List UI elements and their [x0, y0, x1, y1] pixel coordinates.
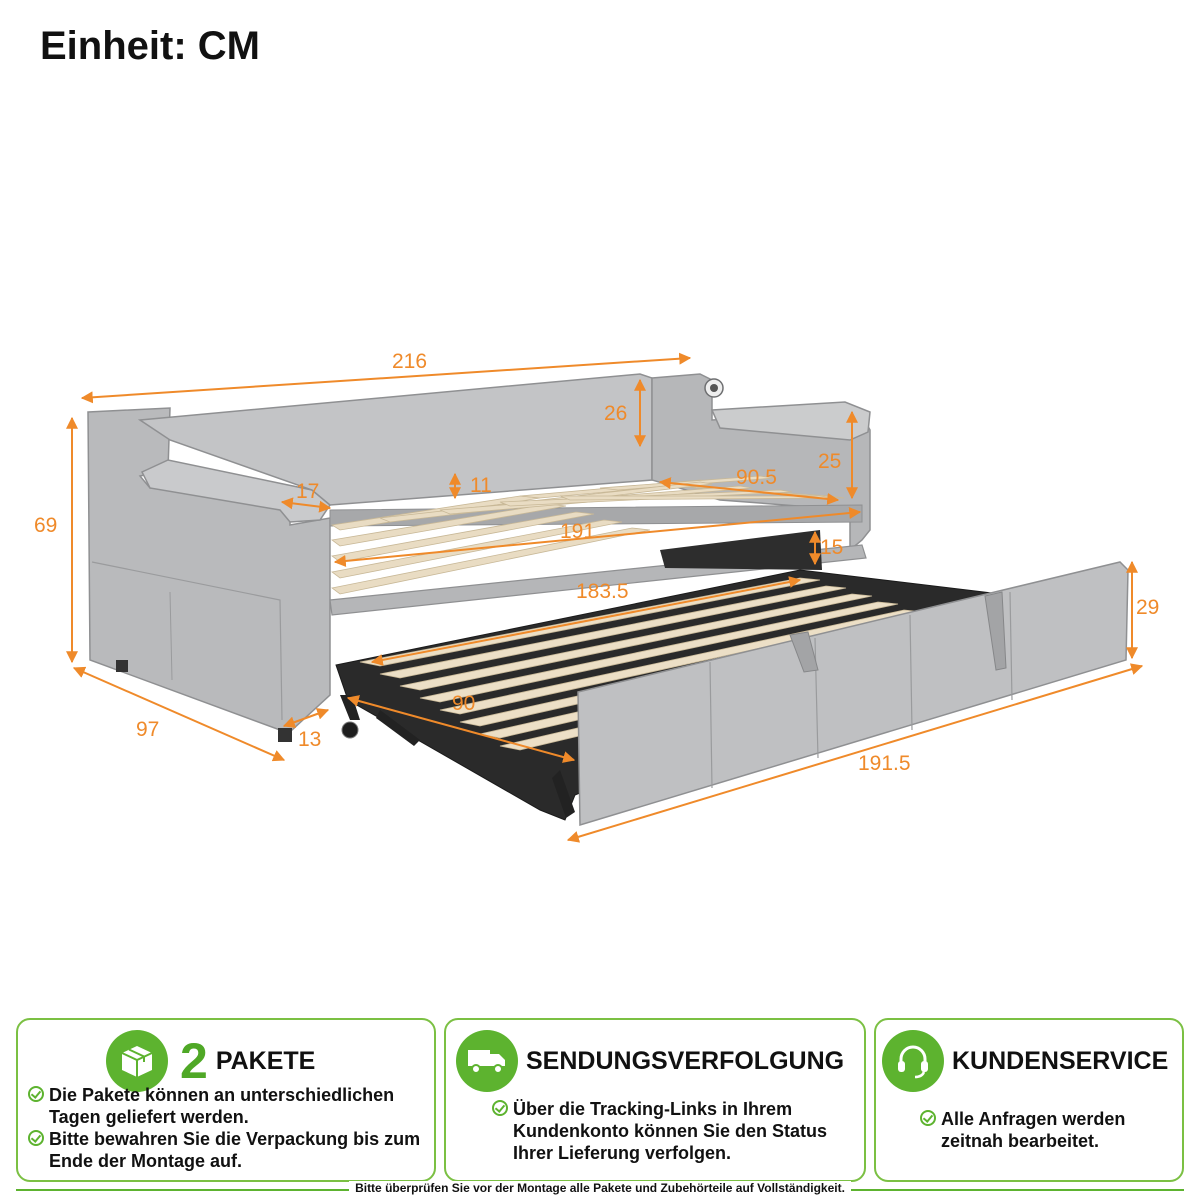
footer-note: Bitte überprüfen Sie vor der Montage all… [0, 1181, 1200, 1195]
dim-depth-total: 97 [136, 718, 159, 741]
packages-bullet-1: Die Pakete können an unterschiedlichen T… [28, 1084, 428, 1128]
dim-mattress-width: 90.5 [736, 466, 777, 489]
customer-service-title: KUNDENSERVICE [952, 1046, 1169, 1075]
dim-leg-height: 13 [298, 728, 321, 751]
right-armrest [710, 401, 871, 441]
dim-height-total: 69 [34, 514, 57, 537]
customer-service-bullet-1: Alle Anfragen werden zeitnah bearbeitet. [920, 1108, 1160, 1152]
tracking-bullet-1: Über die Tracking-Links in Ihrem Kundenk… [492, 1098, 832, 1164]
package-icon [106, 1030, 168, 1092]
unit-title: Einheit: CM [40, 24, 260, 68]
dim-trundle-width: 90 [452, 692, 475, 715]
dim-backrest-height: 26 [604, 402, 627, 425]
customer-service-card: KUNDENSERVICE Alle Anfragen werden zeitn… [874, 1018, 1184, 1182]
tracking-card: SENDUNGSVERFOLGUNG Über die Tracking-Lin… [444, 1018, 866, 1182]
check-icon [492, 1100, 508, 1116]
daybed-illustration: 216 69 26 25 17 11 90.5 191 15 183.5 29 … [34, 350, 1159, 843]
package-count: 2 [180, 1033, 208, 1089]
dim-armrest-width: 17 [296, 480, 319, 503]
tracking-title: SENDUNGSVERFOLGUNG [526, 1046, 845, 1075]
dim-trundle-total-length: 191.5 [858, 752, 911, 775]
check-icon [28, 1130, 44, 1146]
dim-trundle-height: 29 [1136, 596, 1159, 619]
dim-mattress-length: 191 [560, 520, 595, 543]
packages-title: PAKETE [215, 1046, 316, 1075]
left-leg [278, 728, 292, 742]
headset-icon [882, 1030, 944, 1092]
dim-gap-height: 15 [820, 536, 843, 559]
delivery-truck-icon [456, 1030, 518, 1092]
dim-trundle-length: 183.5 [576, 580, 629, 603]
dim-rail-height: 11 [470, 474, 492, 497]
dim-length-total: 216 [392, 350, 427, 373]
packages-card: 2 PAKETE Die Pakete können an unterschie… [16, 1018, 436, 1182]
packages-bullet-2: Bitte bewahren Sie die Verpackung bis zu… [28, 1128, 428, 1172]
dim-armrest-height: 25 [818, 450, 841, 473]
check-icon [28, 1086, 44, 1102]
check-icon [920, 1110, 936, 1126]
